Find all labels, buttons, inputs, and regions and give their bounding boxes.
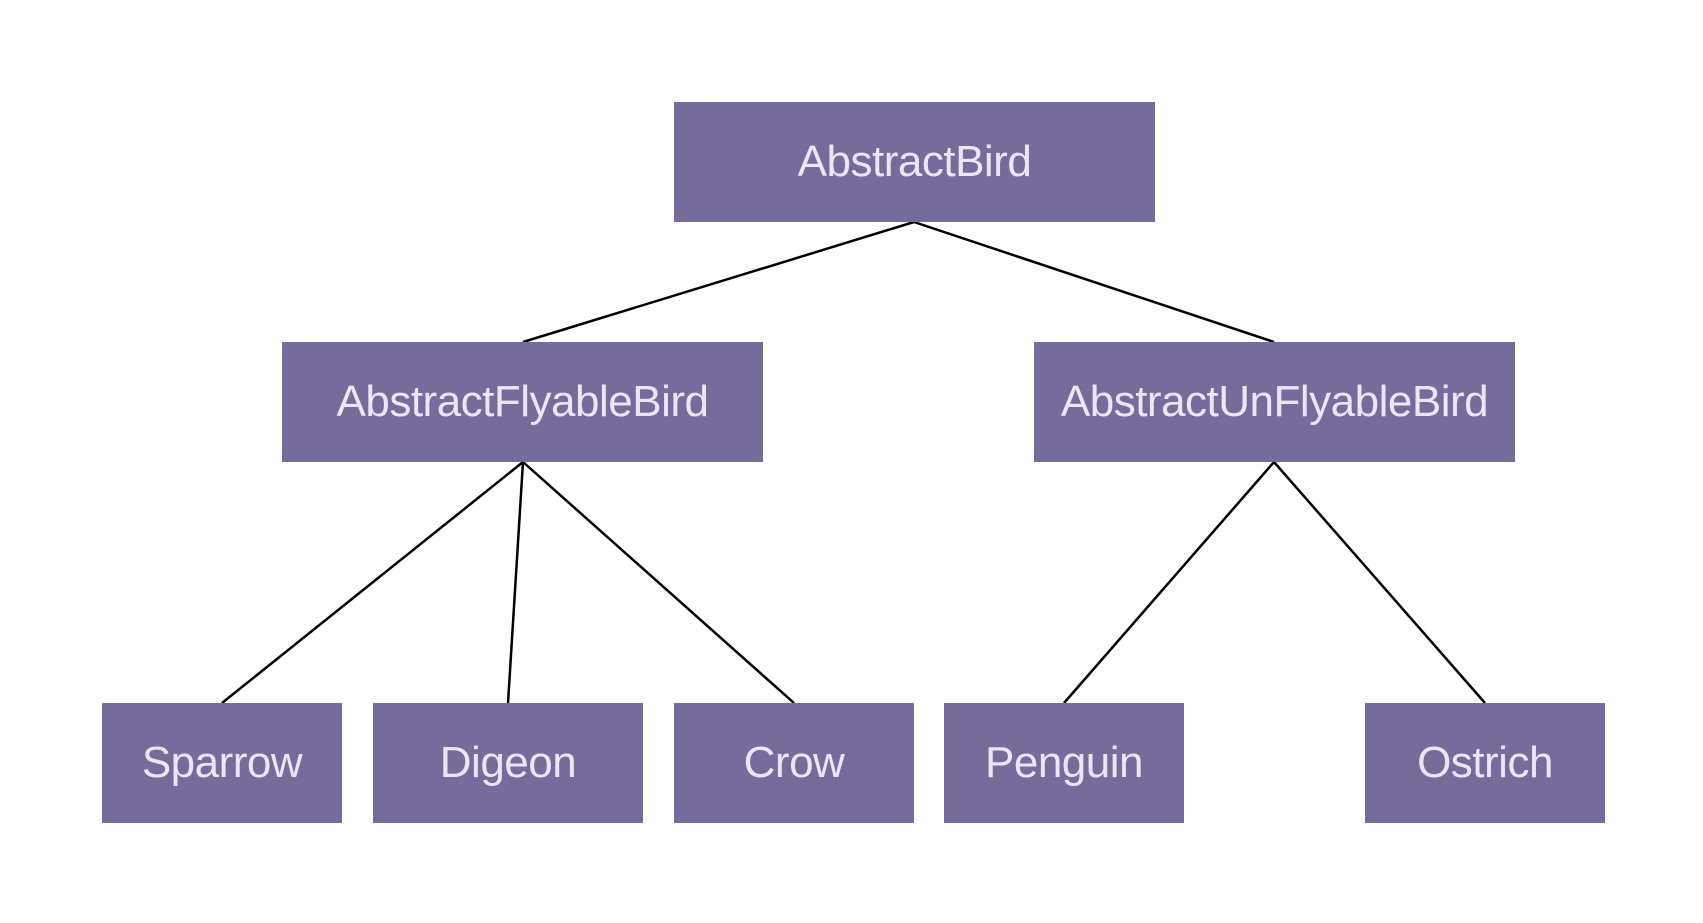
node-label: Crow <box>743 738 845 787</box>
node-penguin: Penguin <box>944 703 1184 823</box>
node-label: Digeon <box>439 738 577 787</box>
node-label: AbstractFlyableBird <box>336 377 709 426</box>
edge-abstract-flyable-bird-to-sparrow <box>221 461 524 704</box>
edge-abstract-flyable-bird-to-digeon <box>506 461 525 704</box>
node-abstract-unflyable-bird: AbstractUnFlyableBird <box>1034 342 1515 462</box>
node-sparrow: Sparrow <box>102 703 342 823</box>
node-label: AbstractBird <box>797 137 1032 186</box>
node-label: Sparrow <box>141 738 303 787</box>
edge-abstract-bird-to-abstract-flyable-bird <box>522 220 915 344</box>
edge-abstract-unflyable-bird-to-ostrich <box>1273 461 1486 704</box>
edge-abstract-unflyable-bird-to-penguin <box>1063 461 1275 704</box>
node-abstract-flyable-bird: AbstractFlyableBird <box>282 342 763 462</box>
edge-abstract-bird-to-abstract-unflyable-bird <box>913 220 1275 344</box>
node-abstract-bird: AbstractBird <box>674 102 1155 222</box>
edge-abstract-flyable-bird-to-crow <box>522 461 795 704</box>
node-ostrich: Ostrich <box>1365 703 1605 823</box>
node-crow: Crow <box>674 703 914 823</box>
node-label: Penguin <box>985 738 1143 787</box>
node-digeon: Digeon <box>373 703 643 823</box>
node-label: AbstractUnFlyableBird <box>1060 377 1489 426</box>
node-label: Ostrich <box>1417 738 1553 787</box>
